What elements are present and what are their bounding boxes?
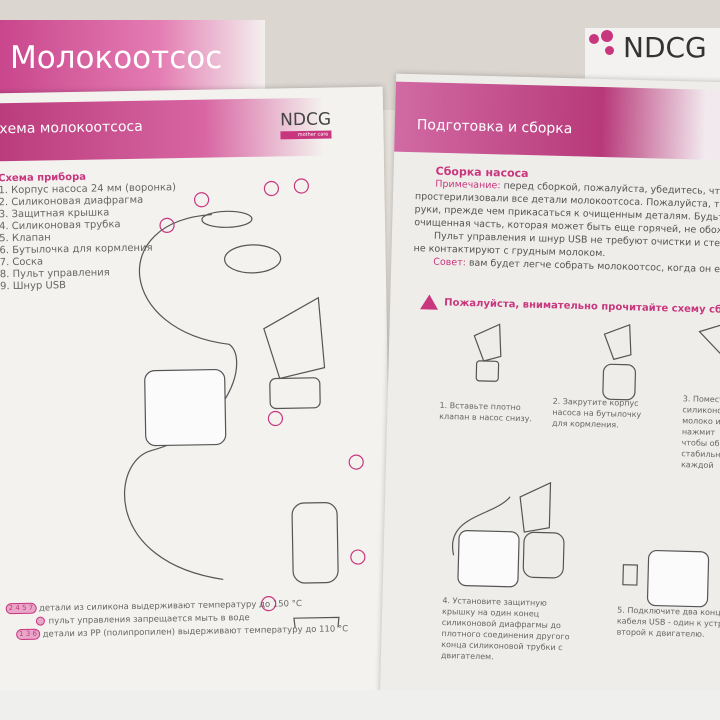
right-header: Подготовка и сборка [416, 117, 573, 138]
note-text: детали из силикона выдерживают температу… [38, 599, 303, 614]
step-2: 2. Закрутите корпус насоса на бутылочку … [551, 396, 642, 430]
pump-diagram [124, 178, 366, 634]
logo-dot [601, 30, 613, 42]
warning-icon [420, 294, 439, 310]
temperature-notes: 2 4 5 7 детали из силикона выдерживают т… [5, 597, 349, 642]
assembly-illustrations [451, 321, 720, 608]
assembly-warning: Пожалуйста, внимательно прочитайте схему… [420, 294, 720, 318]
step-1: 1. Вставьте плотно клапан в насос снизу. [439, 400, 533, 424]
step-5: 5. Подключите два конца кабеля USB - оди… [616, 605, 720, 639]
circled-numbers: 1 3 6 [16, 628, 41, 641]
step-4: 4. Установите защитную крышку на один ко… [440, 595, 570, 662]
step-3: 3. Помест силиконо в молоко и нажмит что… [680, 394, 720, 471]
right-header-band: Подготовка и сборка [394, 81, 720, 161]
right-page: Подготовка и сборка Сборка насоса Примеч… [379, 73, 720, 703]
box-lid [0, 20, 265, 100]
note-label: Примечание: [435, 178, 501, 192]
tablecloth [0, 690, 720, 720]
box-title: Молокоотсос [10, 40, 223, 76]
logo-text: NDCG [623, 31, 707, 64]
circled-numbers: 2 4 5 7 [5, 602, 37, 615]
assembly-text: Сборка насоса Примечание: перед сборкой,… [413, 164, 720, 277]
tip-label: Совет: [433, 256, 467, 269]
logo-dot [605, 46, 614, 55]
note-text: пульт управления запрещается мыть в воде [48, 612, 250, 627]
logo-dot [589, 34, 599, 44]
circled-number-icon [35, 616, 46, 626]
warning-text: Пожалуйста, внимательно прочитайте схему… [444, 297, 720, 317]
